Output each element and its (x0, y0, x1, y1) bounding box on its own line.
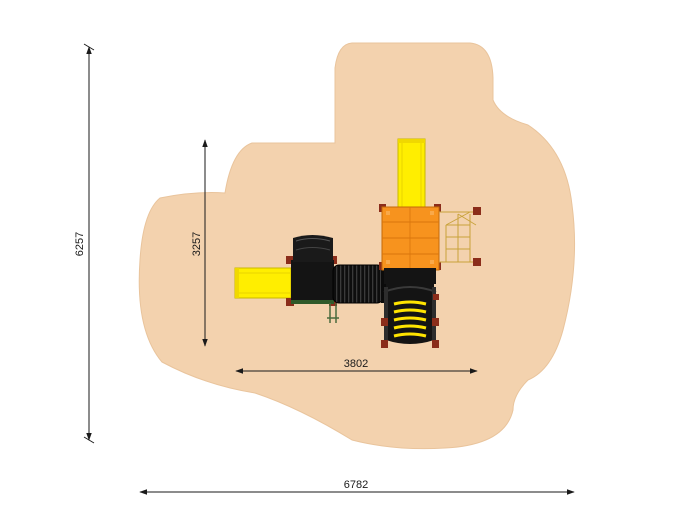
dimension-inner-height: 3257 (191, 139, 208, 347)
inner-height-label: 3257 (191, 232, 203, 256)
dimension-overall-height: 6257 (74, 43, 95, 444)
top-slide (397, 138, 426, 210)
left-tower (291, 235, 334, 304)
safety-surface (138, 42, 576, 450)
overall-width-label: 6782 (344, 479, 368, 491)
dimension-overall-width: 6782 (139, 479, 575, 495)
crawl-tube (332, 264, 389, 304)
overall-height-label: 6257 (74, 232, 86, 256)
dimension-inner-width: 3802 (235, 358, 478, 374)
left-tower-ladder (327, 303, 339, 323)
left-slide (234, 267, 292, 299)
climbing-net (439, 207, 481, 266)
right-tower-roof (381, 206, 440, 271)
lower-bridge (381, 268, 439, 348)
inner-width-label: 3802 (344, 358, 368, 370)
